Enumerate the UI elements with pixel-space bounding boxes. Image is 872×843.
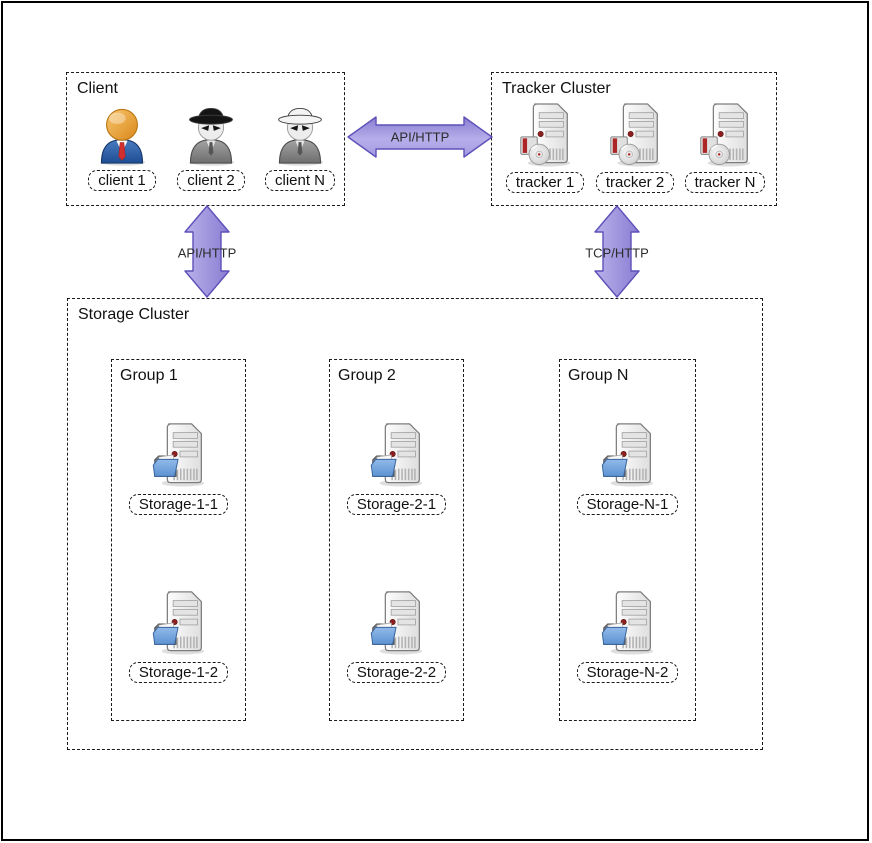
storage-server-icon bbox=[365, 420, 429, 488]
storage-node: Storage-2-2 bbox=[330, 588, 463, 683]
double-arrow-vertical-icon bbox=[594, 205, 640, 298]
group-box-1: Group 1 Storage-1-1 Storage-1-2 bbox=[111, 359, 246, 721]
node-label: tracker 1 bbox=[505, 172, 585, 193]
node-label: tracker N bbox=[684, 172, 766, 193]
node-label: Storage-2-1 bbox=[346, 494, 447, 515]
group-title: Group N bbox=[568, 367, 629, 384]
group-box-2: Group 2 Storage-2-1 Storage-2-2 bbox=[329, 359, 464, 721]
tracker-node: tracker 1 bbox=[500, 95, 590, 193]
client-node: client N bbox=[255, 97, 345, 191]
tracker-server-icon bbox=[514, 100, 576, 168]
storage-server-icon bbox=[147, 588, 211, 656]
node-label: Storage-1-2 bbox=[128, 662, 229, 683]
tracker-storage-arrow: TCP/HTTP bbox=[585, 205, 649, 298]
connection-label: TCP/HTTP bbox=[585, 245, 649, 261]
connection-label: API/HTTP bbox=[390, 129, 450, 145]
double-arrow-vertical-icon bbox=[184, 205, 230, 298]
client-box-title: Client bbox=[77, 80, 118, 97]
node-label: client 1 bbox=[88, 170, 156, 191]
tracker-node: tracker N bbox=[680, 95, 770, 193]
businessman-icon bbox=[94, 106, 150, 166]
client-box: Client client 1 client 2 client N bbox=[66, 72, 345, 206]
node-label: tracker 2 bbox=[595, 172, 675, 193]
node-label: client 2 bbox=[177, 170, 245, 191]
storage-node: Storage-N-1 bbox=[560, 420, 695, 515]
storage-node: Storage-1-2 bbox=[112, 588, 245, 683]
storage-node: Storage-1-1 bbox=[112, 420, 245, 515]
storage-server-icon bbox=[596, 588, 660, 656]
node-label: client N bbox=[264, 170, 336, 191]
spy-white-hat-icon bbox=[272, 106, 328, 166]
tracker-server-icon bbox=[604, 100, 666, 168]
tracker-server-icon bbox=[694, 100, 756, 168]
storage-server-icon bbox=[596, 420, 660, 488]
node-label: Storage-1-1 bbox=[128, 494, 229, 515]
tracker-cluster-box: Tracker Cluster tracker 1 tracker 2 trac… bbox=[491, 72, 777, 206]
node-label: Storage-2-2 bbox=[346, 662, 447, 683]
storage-node: Storage-N-2 bbox=[560, 588, 695, 683]
client-node: client 1 bbox=[77, 97, 167, 191]
connection-label: API/HTTP bbox=[177, 245, 237, 261]
node-label: Storage-N-2 bbox=[576, 662, 679, 683]
storage-server-icon bbox=[147, 420, 211, 488]
node-label: Storage-N-1 bbox=[576, 494, 679, 515]
client-node: client 2 bbox=[166, 97, 256, 191]
double-arrow-horizontal-icon bbox=[347, 116, 493, 158]
group-title: Group 2 bbox=[338, 367, 396, 384]
tracker-node: tracker 2 bbox=[590, 95, 680, 193]
group-title: Group 1 bbox=[120, 367, 178, 384]
storage-node: Storage-2-1 bbox=[330, 420, 463, 515]
tracker-box-title: Tracker Cluster bbox=[502, 80, 611, 97]
storage-server-icon bbox=[365, 588, 429, 656]
client-tracker-arrow: API/HTTP bbox=[346, 115, 494, 159]
spy-black-hat-icon bbox=[183, 106, 239, 166]
group-box-n: Group N Storage-N-1 Storage-N-2 bbox=[559, 359, 696, 721]
storage-cluster-box: Storage Cluster Group 1 Storage-1-1 Stor… bbox=[67, 298, 763, 750]
client-storage-arrow: API/HTTP bbox=[178, 205, 236, 298]
storage-box-title: Storage Cluster bbox=[78, 306, 190, 323]
